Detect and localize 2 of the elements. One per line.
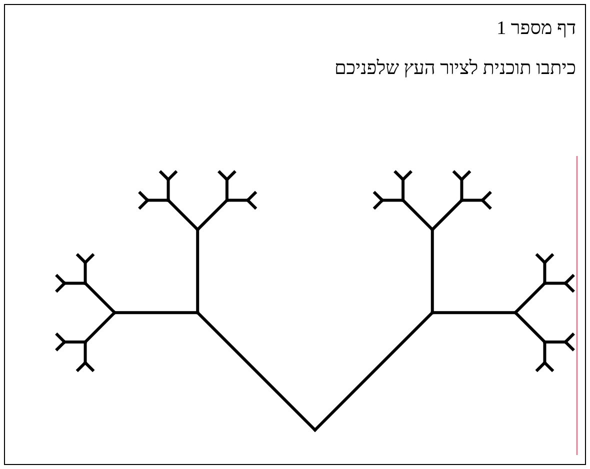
instruction-text: כיתבו תוכנית לציור העץ שלפניכם <box>334 58 576 80</box>
page-heading: דף מספר 1 <box>496 18 576 40</box>
